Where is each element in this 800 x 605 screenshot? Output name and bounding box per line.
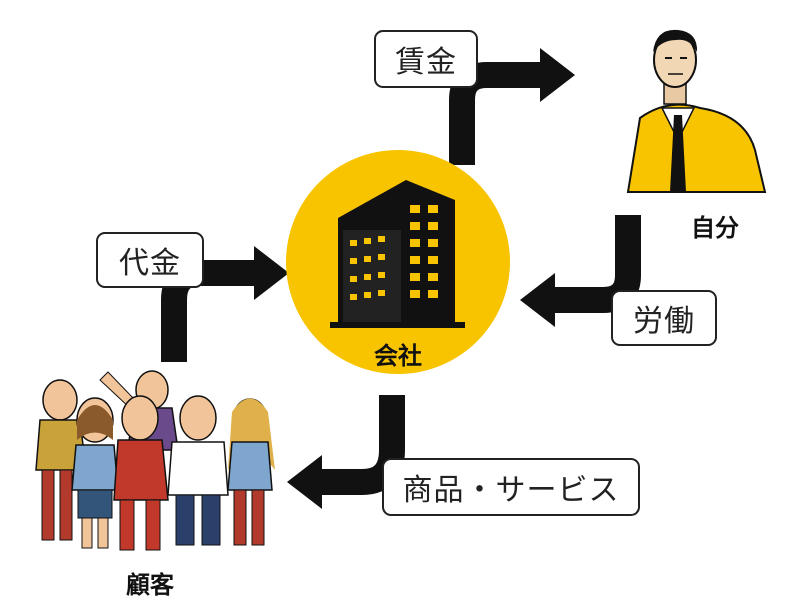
customers-name: 顧客: [126, 571, 174, 599]
company-node: [286, 150, 510, 374]
labor-label: 労働: [611, 290, 717, 346]
company-name: 会社: [374, 342, 422, 370]
self-name: 自分: [691, 214, 739, 242]
wage-arrow: [449, 48, 575, 165]
businessman-icon: [626, 29, 767, 193]
goods-services-label: 商品・サービス: [382, 458, 640, 516]
payment-label: 代金: [96, 232, 204, 288]
people-group-icon: [35, 370, 275, 551]
wage-label: 賃金: [374, 30, 478, 88]
office-building-icon: [330, 180, 465, 328]
goods-services-arrow: [287, 395, 405, 509]
